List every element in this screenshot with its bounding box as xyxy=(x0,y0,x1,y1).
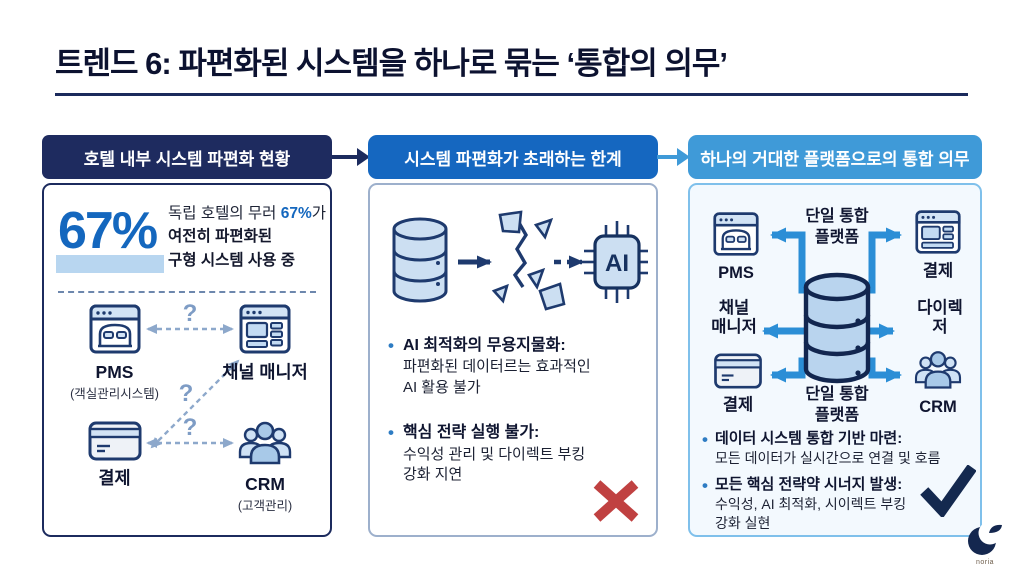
stat-description: 독립 호텔의 무러 67%가 여전히 파편화된 구형 시스템 사용 중 xyxy=(168,202,326,272)
panel3-bullets: • 데이터 시스템 통합 기반 마련: 모든 데이터가 실시간으로 연결 및 호… xyxy=(702,429,964,540)
flow-step1-header: 호텔 내부 시스템 파편화 현황 xyxy=(42,135,332,179)
node-pms: PMS xyxy=(704,211,768,283)
node-label: PMS xyxy=(718,264,754,282)
bullet-dot: • xyxy=(388,423,394,443)
title-underline xyxy=(55,93,968,96)
flow-step3-header: 하나의 거대한 플랫폼으로의 통합 의무 xyxy=(688,135,982,179)
ai-chip-label: AI xyxy=(605,250,629,277)
question-mark-1: ? xyxy=(183,300,198,327)
database-icon xyxy=(392,217,448,303)
bullet-line: 강화 실현 xyxy=(714,514,771,531)
payment-card-icon xyxy=(714,353,762,389)
flow-arrow-1-icon xyxy=(332,148,370,166)
stat-67-percent: 67% xyxy=(58,202,158,260)
bullet-title: 핵심 전략 실행 불가: xyxy=(402,424,540,442)
bullet-title: 데이터 시스템 통합 기반 마련: xyxy=(714,430,903,447)
node-label: 결제 xyxy=(922,262,954,280)
node-label: 결제 xyxy=(98,468,131,488)
bullet-line: 수익성, AI 최적화, 시이렉트 부킹 xyxy=(714,496,907,513)
node-sublabel: (고객관리) xyxy=(237,499,293,514)
payment-card-icon xyxy=(88,421,141,461)
question-mark-3: ? xyxy=(183,414,198,441)
ai-chip-icon: AI xyxy=(580,221,648,303)
node-label: 채널 매니저 xyxy=(711,299,757,336)
node-pms: PMS (객실관리시스템) xyxy=(62,303,167,402)
node-label: 결제 xyxy=(722,396,754,414)
node-label: PMS xyxy=(95,362,134,382)
brand-logo: noria xyxy=(960,521,1010,566)
node-payment-left: 결제 xyxy=(706,353,770,415)
bullet-title: 모든 핵심 전략약 시너지 발생: xyxy=(714,476,903,494)
bullet-dot: • xyxy=(388,336,394,355)
flow-arrow-2-icon xyxy=(657,148,690,166)
payment-window-icon xyxy=(915,210,961,254)
brand-logo-text: noria xyxy=(975,559,995,566)
unified-database-icon xyxy=(803,272,871,384)
bullet-title: AI 최적화의 무용지물화: xyxy=(402,337,566,354)
crm-people-icon xyxy=(914,351,962,389)
red-x-icon xyxy=(593,480,639,522)
panel-unified-platform: 단일 통합 플랫폼 단일 통합 플랫폼 xyxy=(688,183,982,537)
node-label: CRM xyxy=(919,398,957,416)
stat-desc-line1: 독립 호텔의 무러 67%가 xyxy=(168,205,327,222)
node-channel-manager: 채널 매니저 xyxy=(694,297,774,337)
hub-label-bottom: 단일 통합 플랫폼 xyxy=(805,386,869,424)
node-payment-right: 결제 xyxy=(906,209,970,281)
checkmark-icon xyxy=(920,465,976,517)
channel-manager-window-icon xyxy=(239,304,291,354)
bullet-line: 수익성 관리 및 다이렉트 부킹 xyxy=(402,445,586,463)
question-mark-2: ? xyxy=(179,380,194,407)
node-label: 다이렉 저 xyxy=(917,299,963,336)
stat-desc-line3: 구형 시스템 사용 중 xyxy=(168,251,295,269)
node-direct: 다이렉 저 xyxy=(900,297,980,337)
fragmented-links-overlay: ? ? ? xyxy=(146,300,240,449)
crescent-leaf-logo-icon xyxy=(968,521,1002,555)
bullet-strategy-synergy: • 모든 핵심 전략약 시너지 발생: 수익성, AI 최적화, 시이렉트 부킹… xyxy=(702,475,964,532)
node-crm: CRM xyxy=(904,347,972,417)
stat-highlight-bar xyxy=(56,255,164,273)
shattered-data-icon xyxy=(491,210,566,311)
dashed-link-payment-channel xyxy=(150,359,240,449)
bullet-data-integration: • 데이터 시스템 통합 기반 마련: 모든 데이터가 실시간으로 연결 및 호… xyxy=(702,429,964,467)
stat-desc-line2: 여전히 파편화된 xyxy=(168,228,273,246)
node-sublabel: (객실관리시스템) xyxy=(70,387,159,402)
bullet-ai-useless: • AI 최적화의 무용지물화: 파편화된 데이터르는 효과적인 AI 활용 불… xyxy=(388,335,644,398)
bullet-dot: • xyxy=(702,430,708,449)
pms-window-bed-icon xyxy=(713,212,759,256)
node-label: 채널 매니저 xyxy=(222,362,308,382)
flow-step2-header: 시스템 파편화가 초래하는 한계 xyxy=(368,135,658,179)
node-channel-manager: 채널 매니저 xyxy=(209,303,321,382)
stat-desc-67: 67% xyxy=(280,205,312,222)
bullet-dot: • xyxy=(702,476,708,496)
bullet-line: 파편화된 데이터르는 효과적인 xyxy=(402,358,591,376)
fragmented-data-to-ai-graphic: AI xyxy=(392,210,648,311)
crm-people-icon xyxy=(238,421,292,465)
node-crm: CRM (고객관리) xyxy=(209,417,321,514)
node-label: CRM xyxy=(245,474,285,494)
bullet-line: 모든 데이터가 실시간으로 연결 및 호름 xyxy=(714,449,941,466)
panel-fragmentation-limits: AI • AI 최적화의 무용지물화: 파편화된 데이터르는 효과적인 AI 활… xyxy=(368,183,658,537)
dashed-divider xyxy=(58,291,316,293)
panel2-bullets: • AI 최적화의 무용지물화: 파편화된 데이터르는 효과적인 AI 활용 불… xyxy=(388,335,644,510)
page-title: 트렌드 6: 파편화된 시스템을 하나로 묶는 ‘통합의 의무’ xyxy=(55,46,728,81)
bullet-line: 강화 지연 xyxy=(402,466,463,484)
panel-fragmentation-status: 67% 독립 호텔의 무러 67%가 여전히 파편화된 구형 시스템 사용 중 … xyxy=(42,183,332,537)
pms-window-bed-icon xyxy=(89,304,140,354)
hub-label-top: 단일 통합 플랫폼 xyxy=(805,208,869,246)
node-payment: 결제 xyxy=(62,421,167,488)
bullet-line: AI 활용 불가 xyxy=(402,378,481,396)
bullet-strategy-blocked: • 핵심 전략 실행 불가: 수익성 관리 및 다이렉트 부킹 강화 지연 xyxy=(388,422,644,485)
